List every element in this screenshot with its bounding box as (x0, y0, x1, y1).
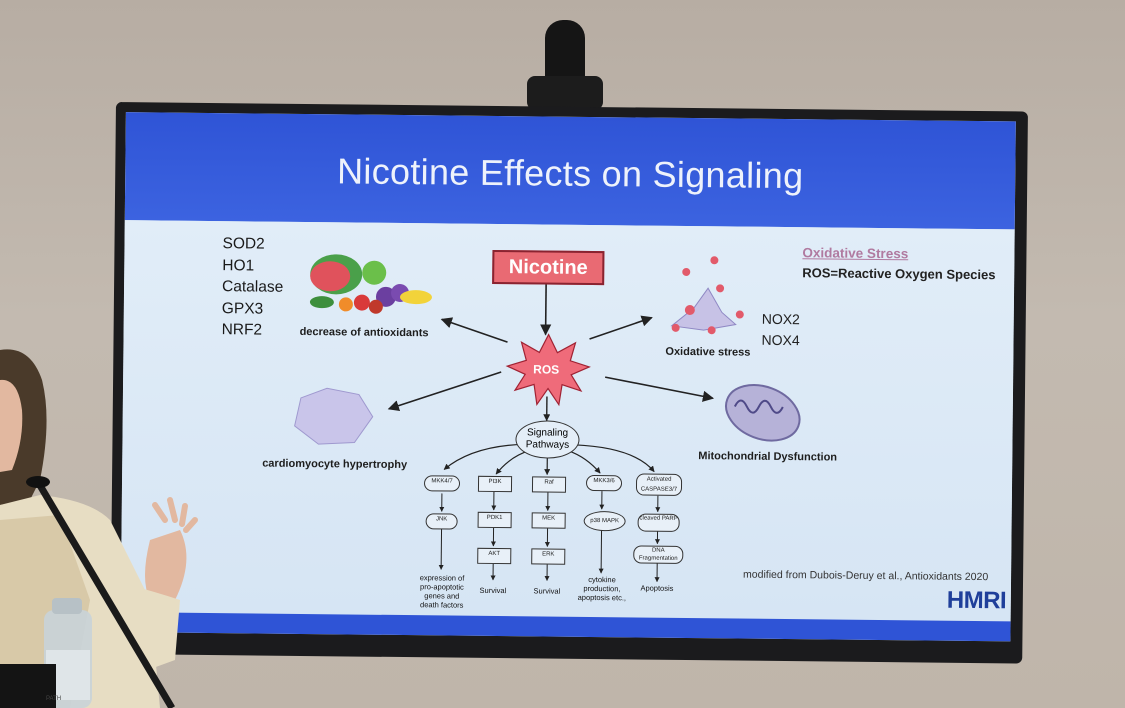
fruits-vegetables-icon (309, 254, 432, 314)
slide-credit: modified from Dubois-Deruy et al., Antio… (743, 568, 989, 584)
outcome-line: apoptosis etc., (577, 592, 627, 603)
ros-burst-icon (505, 333, 591, 407)
bottle-label: PATH (46, 696, 62, 702)
outcome-line: Survival (479, 585, 507, 596)
pathway-node: MEK (531, 512, 566, 529)
pathway-node: AKT (477, 547, 512, 565)
pathway-node: JNK (425, 513, 458, 530)
caption-mito: Mitochondrial Dysfunction (698, 450, 838, 464)
tv-screen: Nicotine Effects on Signaling SOD2 HO1 C… (120, 112, 1016, 642)
camera-mount (527, 76, 603, 110)
pathway-node: ERK (531, 548, 566, 565)
outcome-survival-akt: Survival (471, 586, 515, 595)
nox-list: NOX2 NOX4 (761, 309, 800, 351)
caption-antioxidants: decrease of antioxidants (299, 325, 429, 340)
ros-label: ROS (533, 362, 560, 377)
pathways-label: Pathways (525, 439, 570, 451)
outcome-line: Survival (533, 586, 561, 596)
outcome-line: Apoptosis (640, 583, 674, 593)
outcome-apoptosis: Apoptosis (633, 583, 681, 593)
outcome-pro-apoptotic: expression of pro-apoptotic genes and de… (411, 573, 473, 610)
slide-content: SOD2 HO1 Catalase GPX3 NRF2 (120, 220, 1015, 622)
outcome-line: pro-apoptotic (420, 582, 464, 592)
hmri-logo: HMRI (946, 586, 1007, 615)
oxidative-stress-title: Oxidative Stress (802, 245, 909, 262)
outcome-line: death factors (420, 600, 464, 610)
pathway-node: p38 MAPK (583, 510, 626, 532)
pathway-node: MKK3/6 (585, 474, 623, 492)
pathway-node: DNA Fragmentation (633, 545, 684, 564)
slide-title-bar: Nicotine Effects on Signaling (124, 112, 1016, 230)
pathway-node: MKK4/7 (423, 475, 461, 492)
signaling-label: Signaling (526, 427, 569, 439)
ros-definition: ROS=Reactive Oxygen Species (802, 265, 996, 283)
oxidative-cell-icon (670, 256, 744, 335)
pathway-node: Raf (531, 476, 567, 493)
pathway-node: cleaved PARP (637, 513, 680, 532)
signaling-pathways-node: Signaling Pathways (515, 420, 580, 459)
list-item: NOX4 (761, 331, 800, 349)
pathway-node: PDK1 (477, 511, 512, 529)
pathway-node: Activated CASPASE3/7 (635, 473, 683, 496)
diagram-graphics (294, 254, 801, 583)
outcome-survival-erk: Survival (525, 586, 569, 595)
mitochondrion-icon (725, 384, 801, 442)
camera-icon (545, 20, 585, 82)
pathway-node: PI3K (477, 475, 513, 493)
caption-cardio: cardiomyocyte hypertrophy (262, 457, 408, 472)
cardiomyocyte-cell-icon (294, 387, 374, 445)
caption-oxidative: Oxidative stress (665, 345, 751, 359)
list-item: NOX2 (761, 310, 800, 328)
water-bottle (44, 598, 92, 708)
nicotine-box: Nicotine (492, 249, 605, 286)
slide-title: Nicotine Effects on Signaling (336, 150, 804, 197)
tv-frame: Nicotine Effects on Signaling SOD2 HO1 C… (110, 102, 1028, 664)
outcome-cytokine: cytokine production, apoptosis etc., (573, 575, 631, 603)
